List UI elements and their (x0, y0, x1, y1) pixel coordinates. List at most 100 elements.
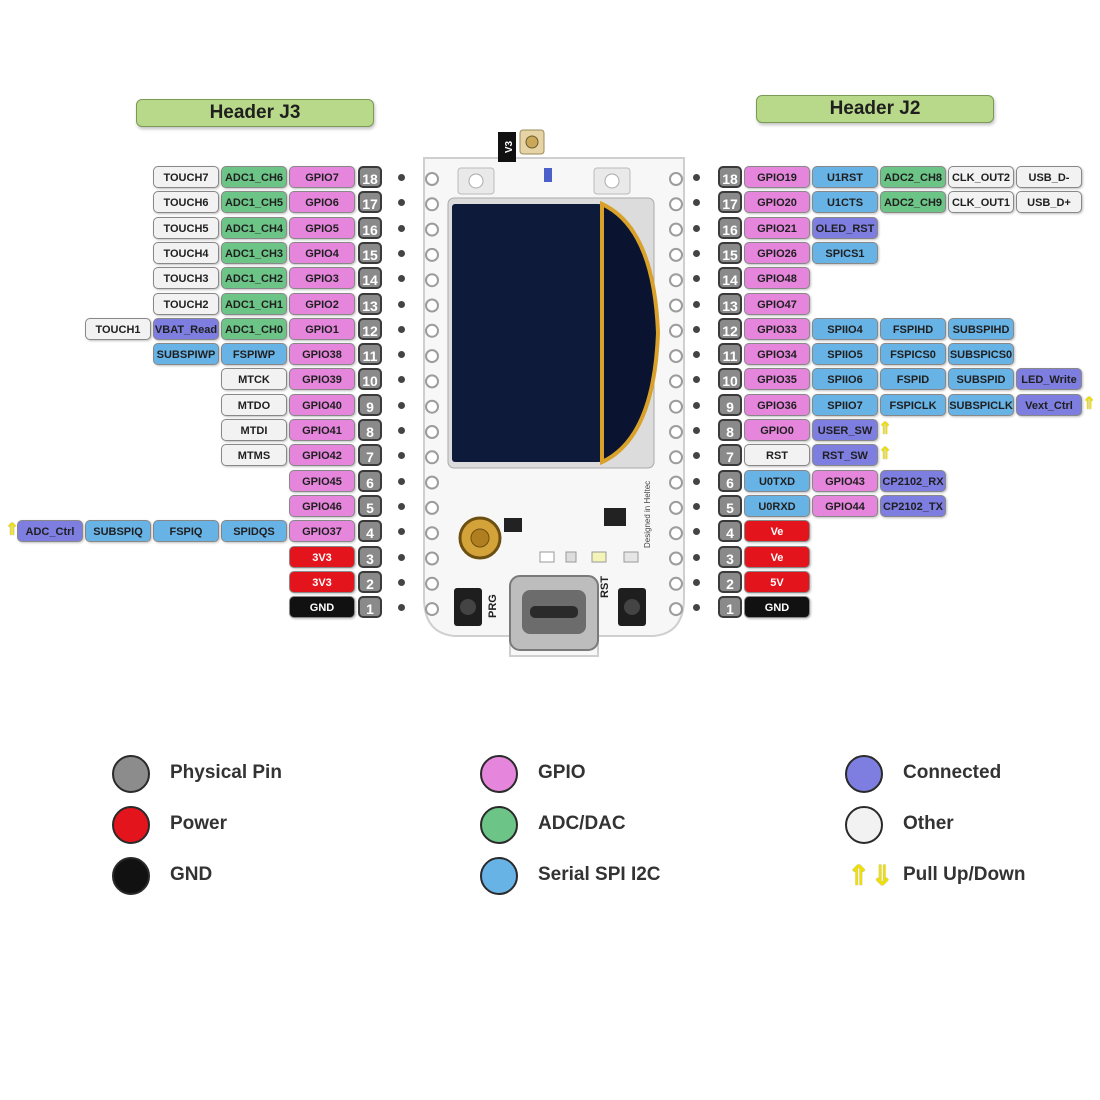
legend-label-serial-spi-i2c: Serial SPI I2C (538, 864, 661, 885)
pin-label-gpio41: GPIO41 (289, 419, 355, 441)
header-hole (669, 475, 683, 490)
pin-label-user-sw: USER_SW (812, 419, 878, 441)
header-hole (669, 374, 683, 389)
legend-label-gnd: GND (170, 864, 213, 885)
header-hole (669, 576, 683, 591)
pin-label-oled-rst: OLED_RST (812, 216, 878, 239)
pin-connector-dot (398, 477, 405, 485)
pin-connector-dot (693, 224, 700, 232)
physical-pin-number: 11 (358, 343, 382, 366)
pin-label-cp2102-rx: CP2102_RX (880, 469, 946, 492)
pin-connector-dot (693, 325, 700, 333)
pin-label-touch6: TOUCH6 (153, 191, 219, 214)
pin-label-spiio5: SPIIO5 (812, 343, 878, 366)
header-hole (669, 450, 683, 465)
pin-connector-dot (398, 553, 405, 561)
pin-label-gpio47: GPIO47 (744, 292, 810, 315)
pin-label-adc2-ch8: ADC2_CH8 (880, 166, 946, 188)
pin-label-gpio5: GPIO5 (289, 216, 355, 239)
pin-label-spics1: SPICS1 (812, 241, 878, 264)
header-hole (425, 197, 439, 212)
pin-connector-dot (398, 351, 405, 359)
legend-label-gpio: GPIO (538, 762, 586, 783)
pin-connector-dot (693, 401, 700, 409)
physical-pin-number: 9 (718, 393, 742, 416)
header-hole (669, 349, 683, 364)
header-hole (425, 323, 439, 338)
pin-label-vext-ctrl: Vext_Ctrl (1016, 393, 1082, 416)
pin-label-usb-d: USB_D- (1016, 166, 1082, 188)
physical-pin-number: 6 (718, 469, 742, 492)
pin-connector-dot (693, 604, 700, 612)
pin-label-u1cts: U1CTS (812, 191, 878, 214)
pin-connector-dot (398, 376, 405, 384)
pin-label-gnd: GND (744, 596, 810, 619)
pin-label-clk-out1: CLK_OUT1 (948, 191, 1014, 214)
pin-connector-dot (398, 604, 405, 612)
pin-label-gpio0: GPIO0 (744, 419, 810, 441)
header-hole (669, 602, 683, 617)
legend-label-other: Other (903, 813, 954, 834)
header-hole (425, 526, 439, 541)
pin-label-adc1-ch4: ADC1_CH4 (221, 216, 287, 239)
header-hole (669, 551, 683, 566)
physical-pin-number: 7 (718, 444, 742, 467)
physical-pin-number: 1 (358, 596, 382, 619)
header-j3-title: Header J3 (136, 99, 374, 127)
legend-label-physical-pin: Physical Pin (170, 762, 282, 783)
pin-label-adc1-ch3: ADC1_CH3 (221, 241, 287, 264)
physical-pin-number: 6 (358, 469, 382, 492)
pin-label-gpio40: GPIO40 (289, 393, 355, 416)
pin-connector-dot (693, 199, 700, 207)
header-hole (425, 500, 439, 515)
pin-label-led-write: LED_Write (1016, 368, 1082, 391)
pin-connector-dot (693, 174, 700, 181)
pin-connector-dot (398, 275, 405, 283)
header-hole (669, 298, 683, 313)
pull-up-arrow-icon: ⇑ (878, 419, 893, 438)
physical-pin-number: 12 (718, 317, 742, 340)
header-hole (425, 551, 439, 566)
pin-connector-dot (693, 578, 700, 586)
physical-pin-number: 3 (358, 545, 382, 568)
physical-pin-number: 13 (358, 292, 382, 315)
pin-connector-dot (398, 401, 405, 409)
legend-swatch-physical-pin (112, 755, 150, 793)
header-hole (669, 197, 683, 212)
physical-pin-number: 17 (358, 191, 382, 214)
pin-label-rst-sw: RST_SW (812, 444, 878, 467)
pull-up-arrow-icon: ⇑ (1082, 393, 1097, 413)
pin-label-touch4: TOUCH4 (153, 241, 219, 264)
header-hole (669, 323, 683, 338)
pin-label-usb-d: USB_D+ (1016, 191, 1082, 214)
physical-pin-number: 4 (718, 520, 742, 543)
pin-header-holes (425, 172, 683, 617)
physical-pin-number: 2 (358, 570, 382, 593)
physical-pin-number: 5 (718, 494, 742, 517)
pin-label-subspics0: SUBSPICS0 (948, 343, 1014, 366)
pin-label-gpio42: GPIO42 (289, 444, 355, 467)
legend-swatch-adc-dac (480, 806, 518, 844)
pin-label-adc1-ch0: ADC1_CH0 (221, 317, 287, 340)
pin-label-vbat-read: VBAT_Read (153, 317, 219, 340)
header-hole (669, 172, 683, 186)
header-j2-title: Header J2 (756, 95, 994, 123)
header-hole (425, 222, 439, 237)
physical-pin-number: 2 (718, 570, 742, 593)
legend-label-power: Power (170, 813, 228, 834)
header-hole (669, 425, 683, 439)
pin-connector-dot (693, 553, 700, 561)
header-hole (425, 273, 439, 288)
pin-label-u0rxd: U0RXD (744, 494, 810, 517)
pin-label-5v: 5V (744, 570, 810, 593)
header-hole (425, 349, 439, 364)
pin-label-touch3: TOUCH3 (153, 267, 219, 290)
pin-label-fspihd: FSPIHD (880, 317, 946, 340)
physical-pin-number: 15 (358, 241, 382, 264)
header-hole (425, 602, 439, 617)
pin-label-adc1-ch1: ADC1_CH1 (221, 292, 287, 315)
pin-label-fspics0: FSPICS0 (880, 343, 946, 366)
pin-label-ve: Ve (744, 520, 810, 543)
pin-label-subspiwp: SUBSPIWP (153, 343, 219, 366)
header-hole (669, 500, 683, 515)
